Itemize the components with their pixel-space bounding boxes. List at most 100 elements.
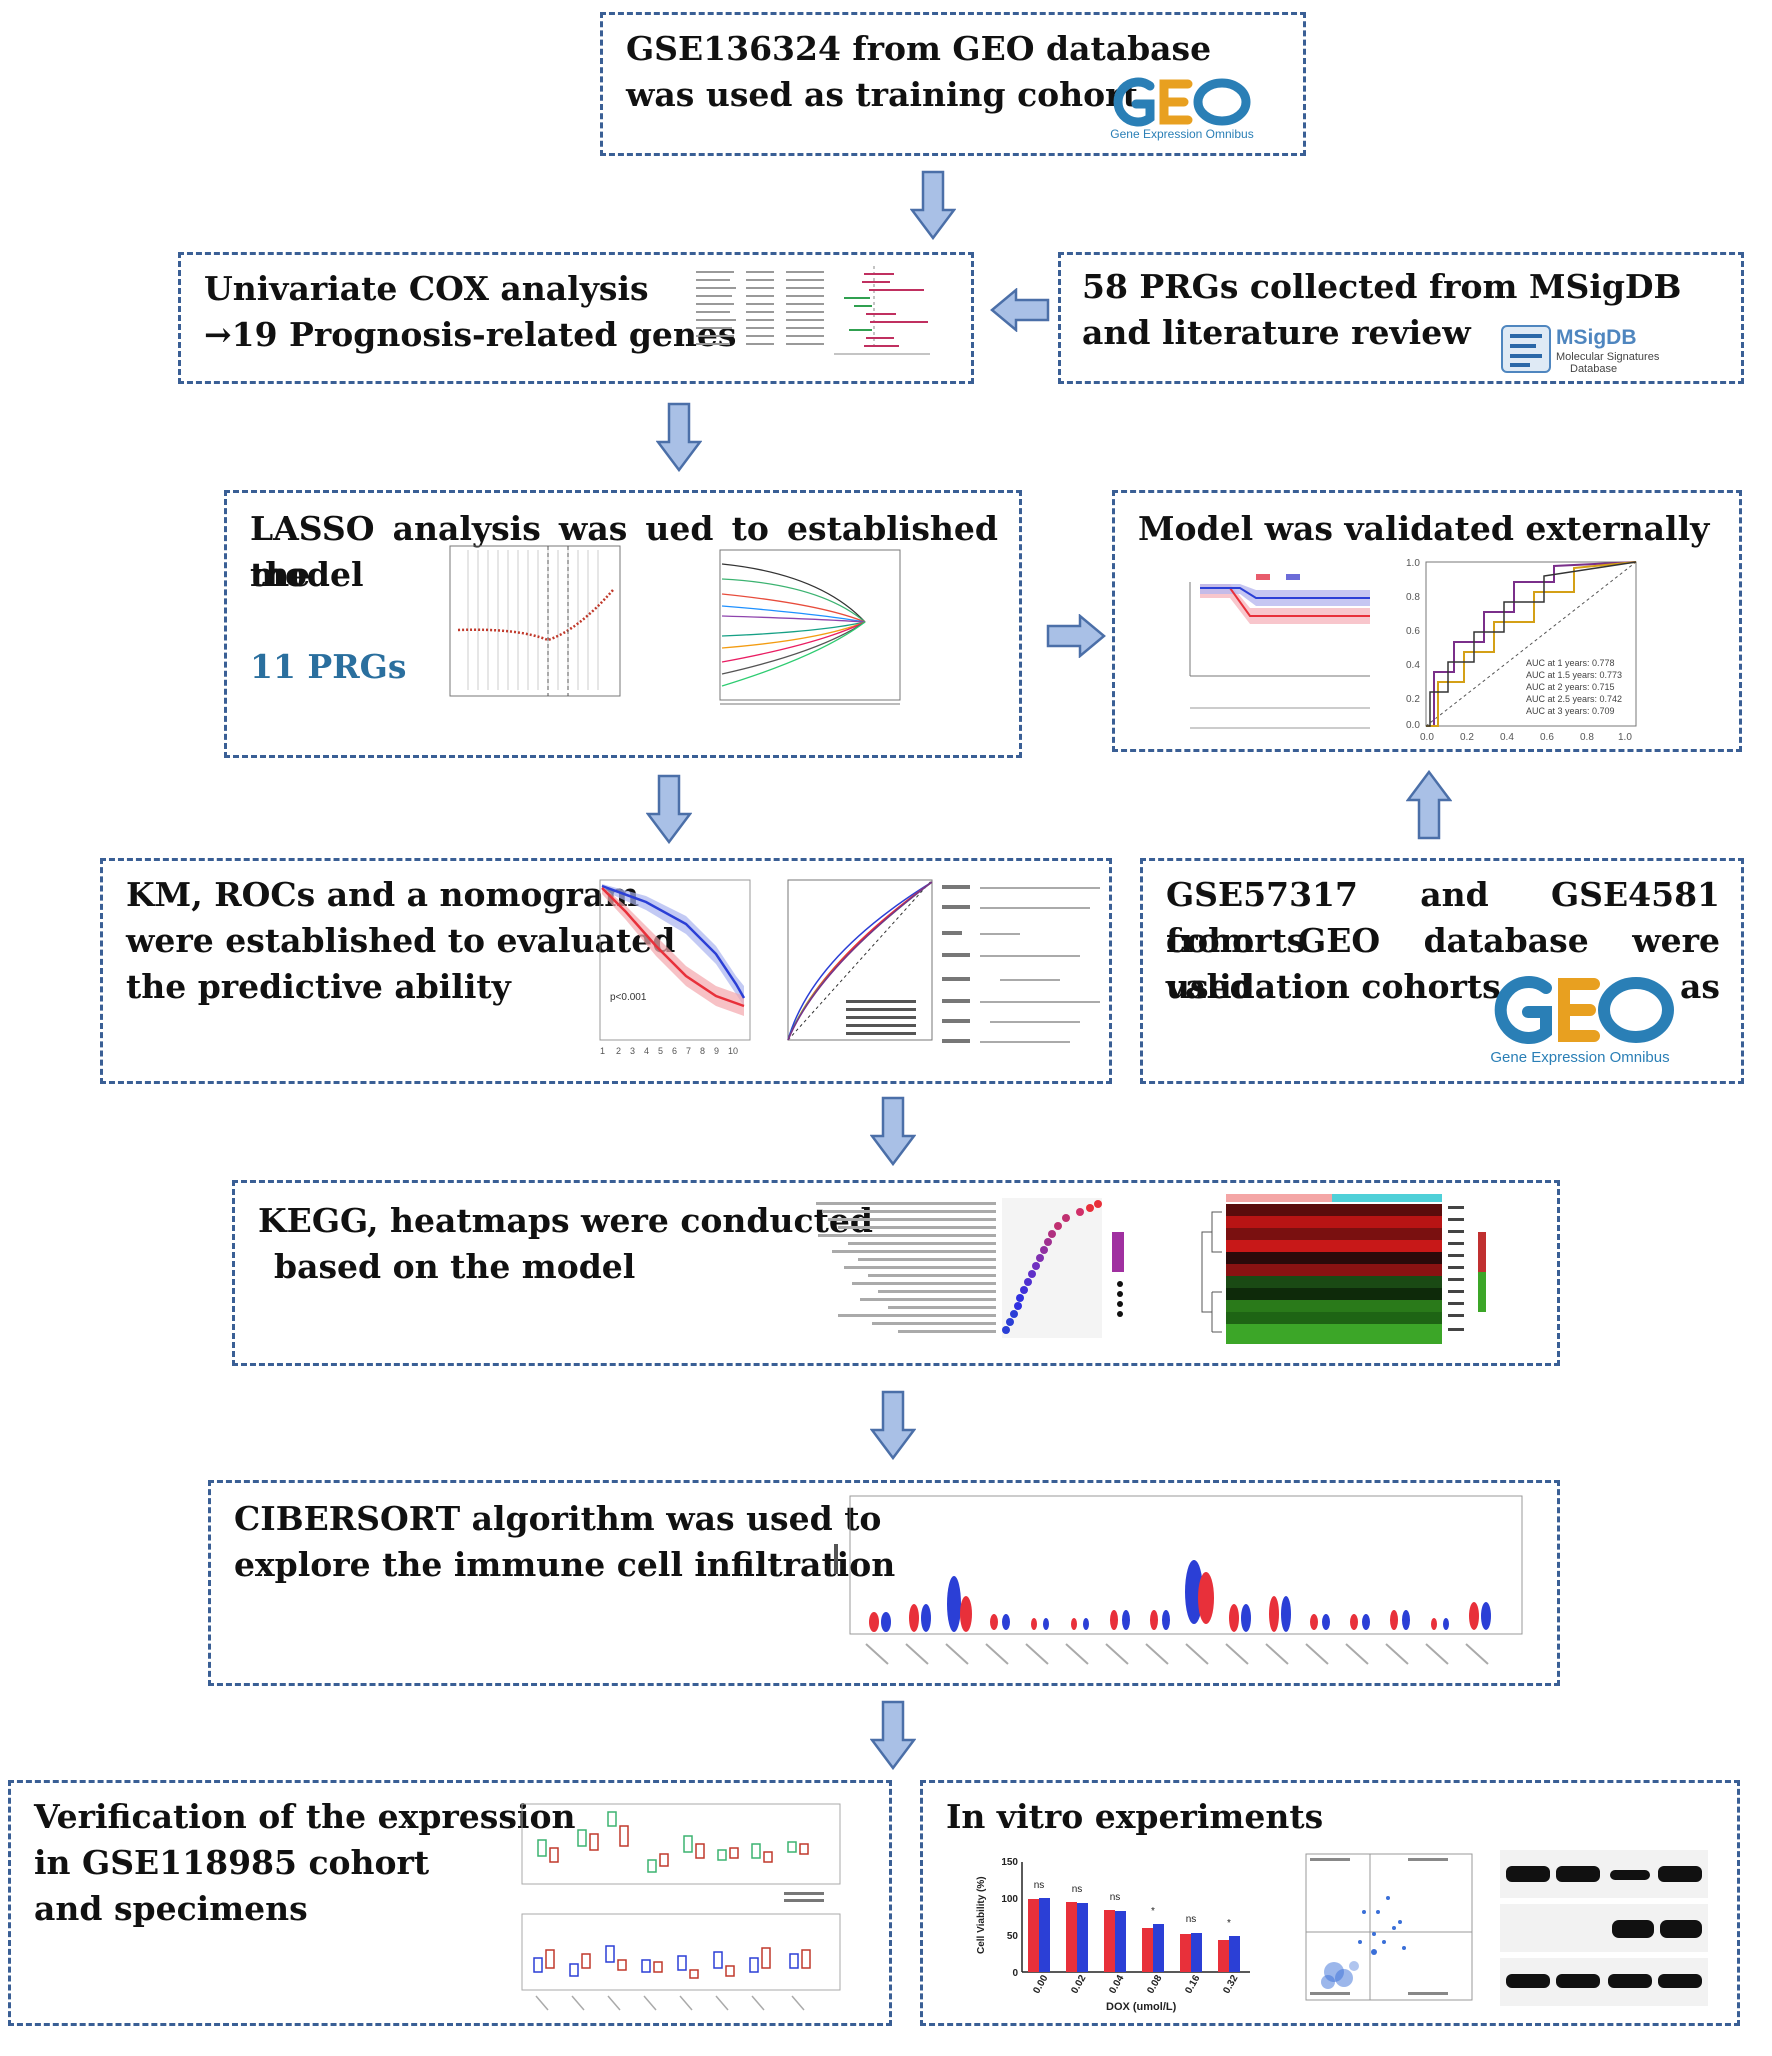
viability-dose-5: 0.32 [1221,1973,1240,1996]
svg-text:3: 3 [630,1046,635,1056]
node-geo-validation [1140,858,1744,1084]
node-km-line1: KM, ROCs and a nomogram [126,875,640,914]
viability-sig-2: ns [1110,1892,1121,1903]
roc-validation-legend-2: AUC at 1.5 years: 0.773 [1526,670,1622,680]
node-msigdb-line1: 58 PRGs collected from MSigDB [1082,267,1682,306]
arrow-up-1 [1406,770,1452,840]
viability-dose-1: 0.02 [1069,1973,1088,1996]
arrow-left-1 [990,288,1050,332]
viability-bar-red-4 [1180,1934,1191,1972]
viability-ytick-100: 100 [1001,1894,1018,1905]
viability-bar-red-1 [1066,1902,1077,1972]
node-univariate [178,252,974,384]
viability-sig-1: ns [1072,1884,1083,1895]
geo-logo-bottom: Gene Expression Omnibus [1476,970,1684,1066]
geo-logo-caption: Gene Expression Omnibus [1110,127,1253,141]
viability-bar-red-2 [1104,1910,1115,1972]
node-verification-line1: Verification of the expression [34,1797,576,1836]
svg-text:0.2: 0.2 [1406,694,1420,705]
node-verification-line3: and specimens [34,1889,308,1928]
svg-text:0.2: 0.2 [1460,732,1474,740]
svg-text:2: 2 [616,1046,621,1056]
node-univariate-line1: Univariate COX analysis [204,269,649,308]
node-msigdb [1058,252,1744,384]
western-blot-thumbnail [1500,1850,1708,2008]
viability-bar-blue-4 [1191,1933,1202,1972]
svg-text:7: 7 [686,1046,691,1056]
arrow-down-3 [646,774,692,844]
node-validated-title: Model was validated externally [1138,509,1710,548]
node-cibersort-line2: explore the immune cell infiltration [234,1545,896,1584]
viability-xlabel: DOX (umol/L) [1106,2001,1177,2013]
roc-validation-legend-1: AUC at 1 years: 0.778 [1526,658,1615,668]
svg-text:5: 5 [658,1046,663,1056]
svg-text:8: 8 [700,1046,705,1056]
viability-sig-5: * [1227,1918,1231,1929]
arrow-right-1 [1046,614,1106,658]
svg-text:1: 1 [600,1046,605,1056]
node-lasso-line2: model [250,555,364,594]
km-validation-thumbnail [1160,568,1376,740]
node-geo-validation-line2: from GEO database were used as [1166,921,1720,1006]
flow-cytometry-thumbnail [1304,1852,1474,2002]
viability-ytick-0: 0 [1012,1968,1018,1979]
node-geo-validation-line3: validation cohorts [1166,967,1501,1006]
lasso-coef-thumbnail [700,544,910,724]
geo-logo-bottom-caption: Gene Expression Omnibus [1490,1049,1669,1066]
roc-validation-legend-5: AUC at 3 years: 0.709 [1526,706,1615,716]
node-geo-validation-line1: GSE57317 and GSE4581 cohorts [1166,875,1720,960]
roc-training-thumbnail [776,876,936,1056]
node-geo-training-line2: was used as training cohort [626,75,1138,114]
viability-bar-blue-0 [1039,1898,1050,1972]
roc-validation-legend-4: AUC at 2.5 years: 0.742 [1526,694,1622,704]
viability-dose-0: 0.00 [1031,1973,1050,1996]
viability-bar-blue-3 [1153,1924,1164,1972]
svg-text:6: 6 [672,1046,677,1056]
arrow-down-5 [870,1390,916,1460]
svg-text:9: 9 [714,1046,719,1056]
node-geo-training-line1: GSE136324 from GEO database [626,29,1212,68]
msigdb-logo-caption2: Database [1570,363,1617,375]
viability-bar-blue-2 [1115,1911,1126,1972]
violin-plot-thumbnail [826,1494,1526,1676]
viability-ytick-150: 150 [1001,1857,1018,1868]
node-kegg-line1: KEGG, heatmaps were conducted [258,1201,873,1240]
node-kegg-line2: based on the model [274,1247,636,1286]
viability-sig-4: ns [1186,1914,1197,1925]
svg-text:p<0.001: p<0.001 [610,992,647,1003]
viability-bar-red-5 [1218,1940,1229,1972]
svg-text:0.0: 0.0 [1406,720,1420,731]
viability-ylabel: Cell Viability (%) [976,1876,987,1954]
svg-text:10: 10 [728,1046,738,1056]
svg-text:0.8: 0.8 [1406,592,1420,603]
kegg-dotplot-thumbnail [808,1196,1148,1346]
viability-bar-red-0 [1028,1899,1039,1972]
node-univariate-line2: →19 Prognosis-related genes [204,315,737,354]
node-cibersort-line1: CIBERSORT algorithm was used to [234,1499,882,1538]
svg-text:0.4: 0.4 [1406,660,1420,671]
svg-text:0.0: 0.0 [1420,732,1434,740]
node-cibersort [208,1480,1560,1686]
arrow-down-6 [870,1700,916,1770]
node-invitro-title: In vitro experiments [946,1797,1324,1836]
node-msigdb-line2: and literature review [1082,313,1471,352]
node-km-line3: the predictive ability [126,967,511,1006]
svg-text:1.0: 1.0 [1618,732,1632,740]
viability-dose-3: 0.08 [1145,1973,1164,1996]
viability-bar-blue-5 [1229,1936,1240,1972]
msigdb-logo-caption1: Molecular Signatures [1556,351,1660,363]
svg-text:0.6: 0.6 [1540,732,1554,740]
heatmap-thumbnail [1196,1192,1526,1348]
svg-text:1.0: 1.0 [1406,558,1420,569]
svg-text:0.8: 0.8 [1580,732,1594,740]
viability-dose-4: 0.16 [1183,1973,1202,1996]
svg-text:0.4: 0.4 [1500,732,1514,740]
viability-dose-2: 0.04 [1107,1973,1126,1996]
svg-text:4: 4 [644,1046,649,1056]
viability-bar-blue-1 [1077,1903,1088,1972]
viability-ytick-50: 50 [1007,1931,1019,1942]
arrow-down-4 [870,1096,916,1166]
node-km-line2: were established to evaluated [126,921,676,960]
